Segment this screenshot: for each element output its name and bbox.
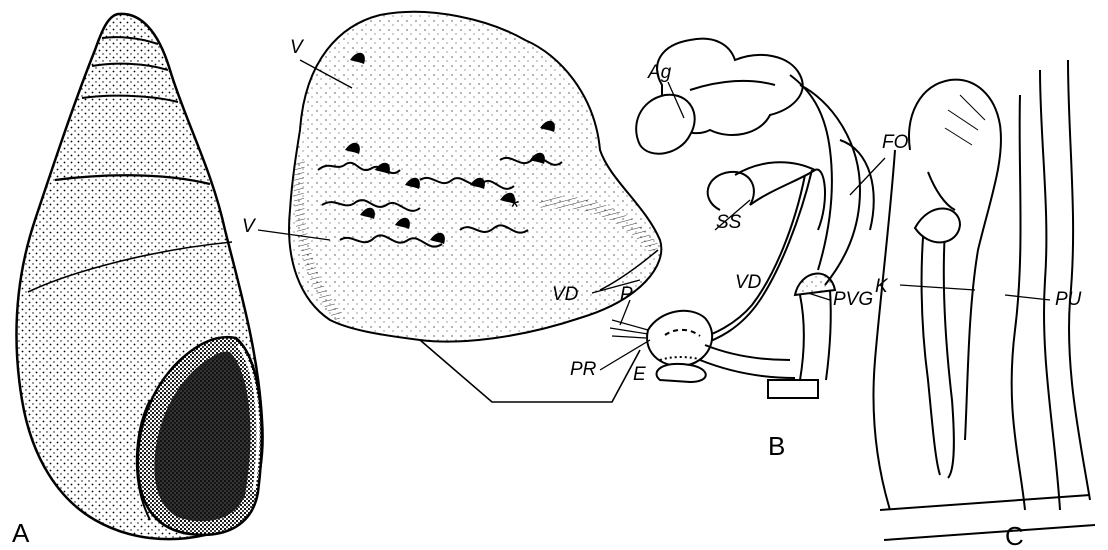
opened-penis-drawing — [258, 12, 661, 402]
label-vd-penis: VD — [552, 284, 579, 305]
label-pu: PU — [1055, 289, 1082, 310]
label-asterisk: * — [510, 194, 519, 221]
panel-label-b: B — [768, 431, 785, 461]
label-p: P — [620, 284, 633, 305]
label-fo: FO — [882, 132, 909, 153]
label-pr: PR — [570, 359, 597, 380]
panel-label-c: C — [1005, 521, 1024, 550]
label-k: K — [875, 276, 889, 297]
label-v-left: V — [242, 216, 257, 237]
label-e: E — [633, 364, 646, 385]
label-vd: VD — [735, 272, 762, 293]
label-pvg: PVG — [833, 289, 873, 310]
label-ag: Ag — [647, 62, 672, 83]
panel-label-a: A — [12, 518, 30, 548]
label-v-top: V — [290, 37, 305, 58]
shell-drawing — [16, 14, 262, 539]
label-ss: SS — [716, 212, 742, 233]
